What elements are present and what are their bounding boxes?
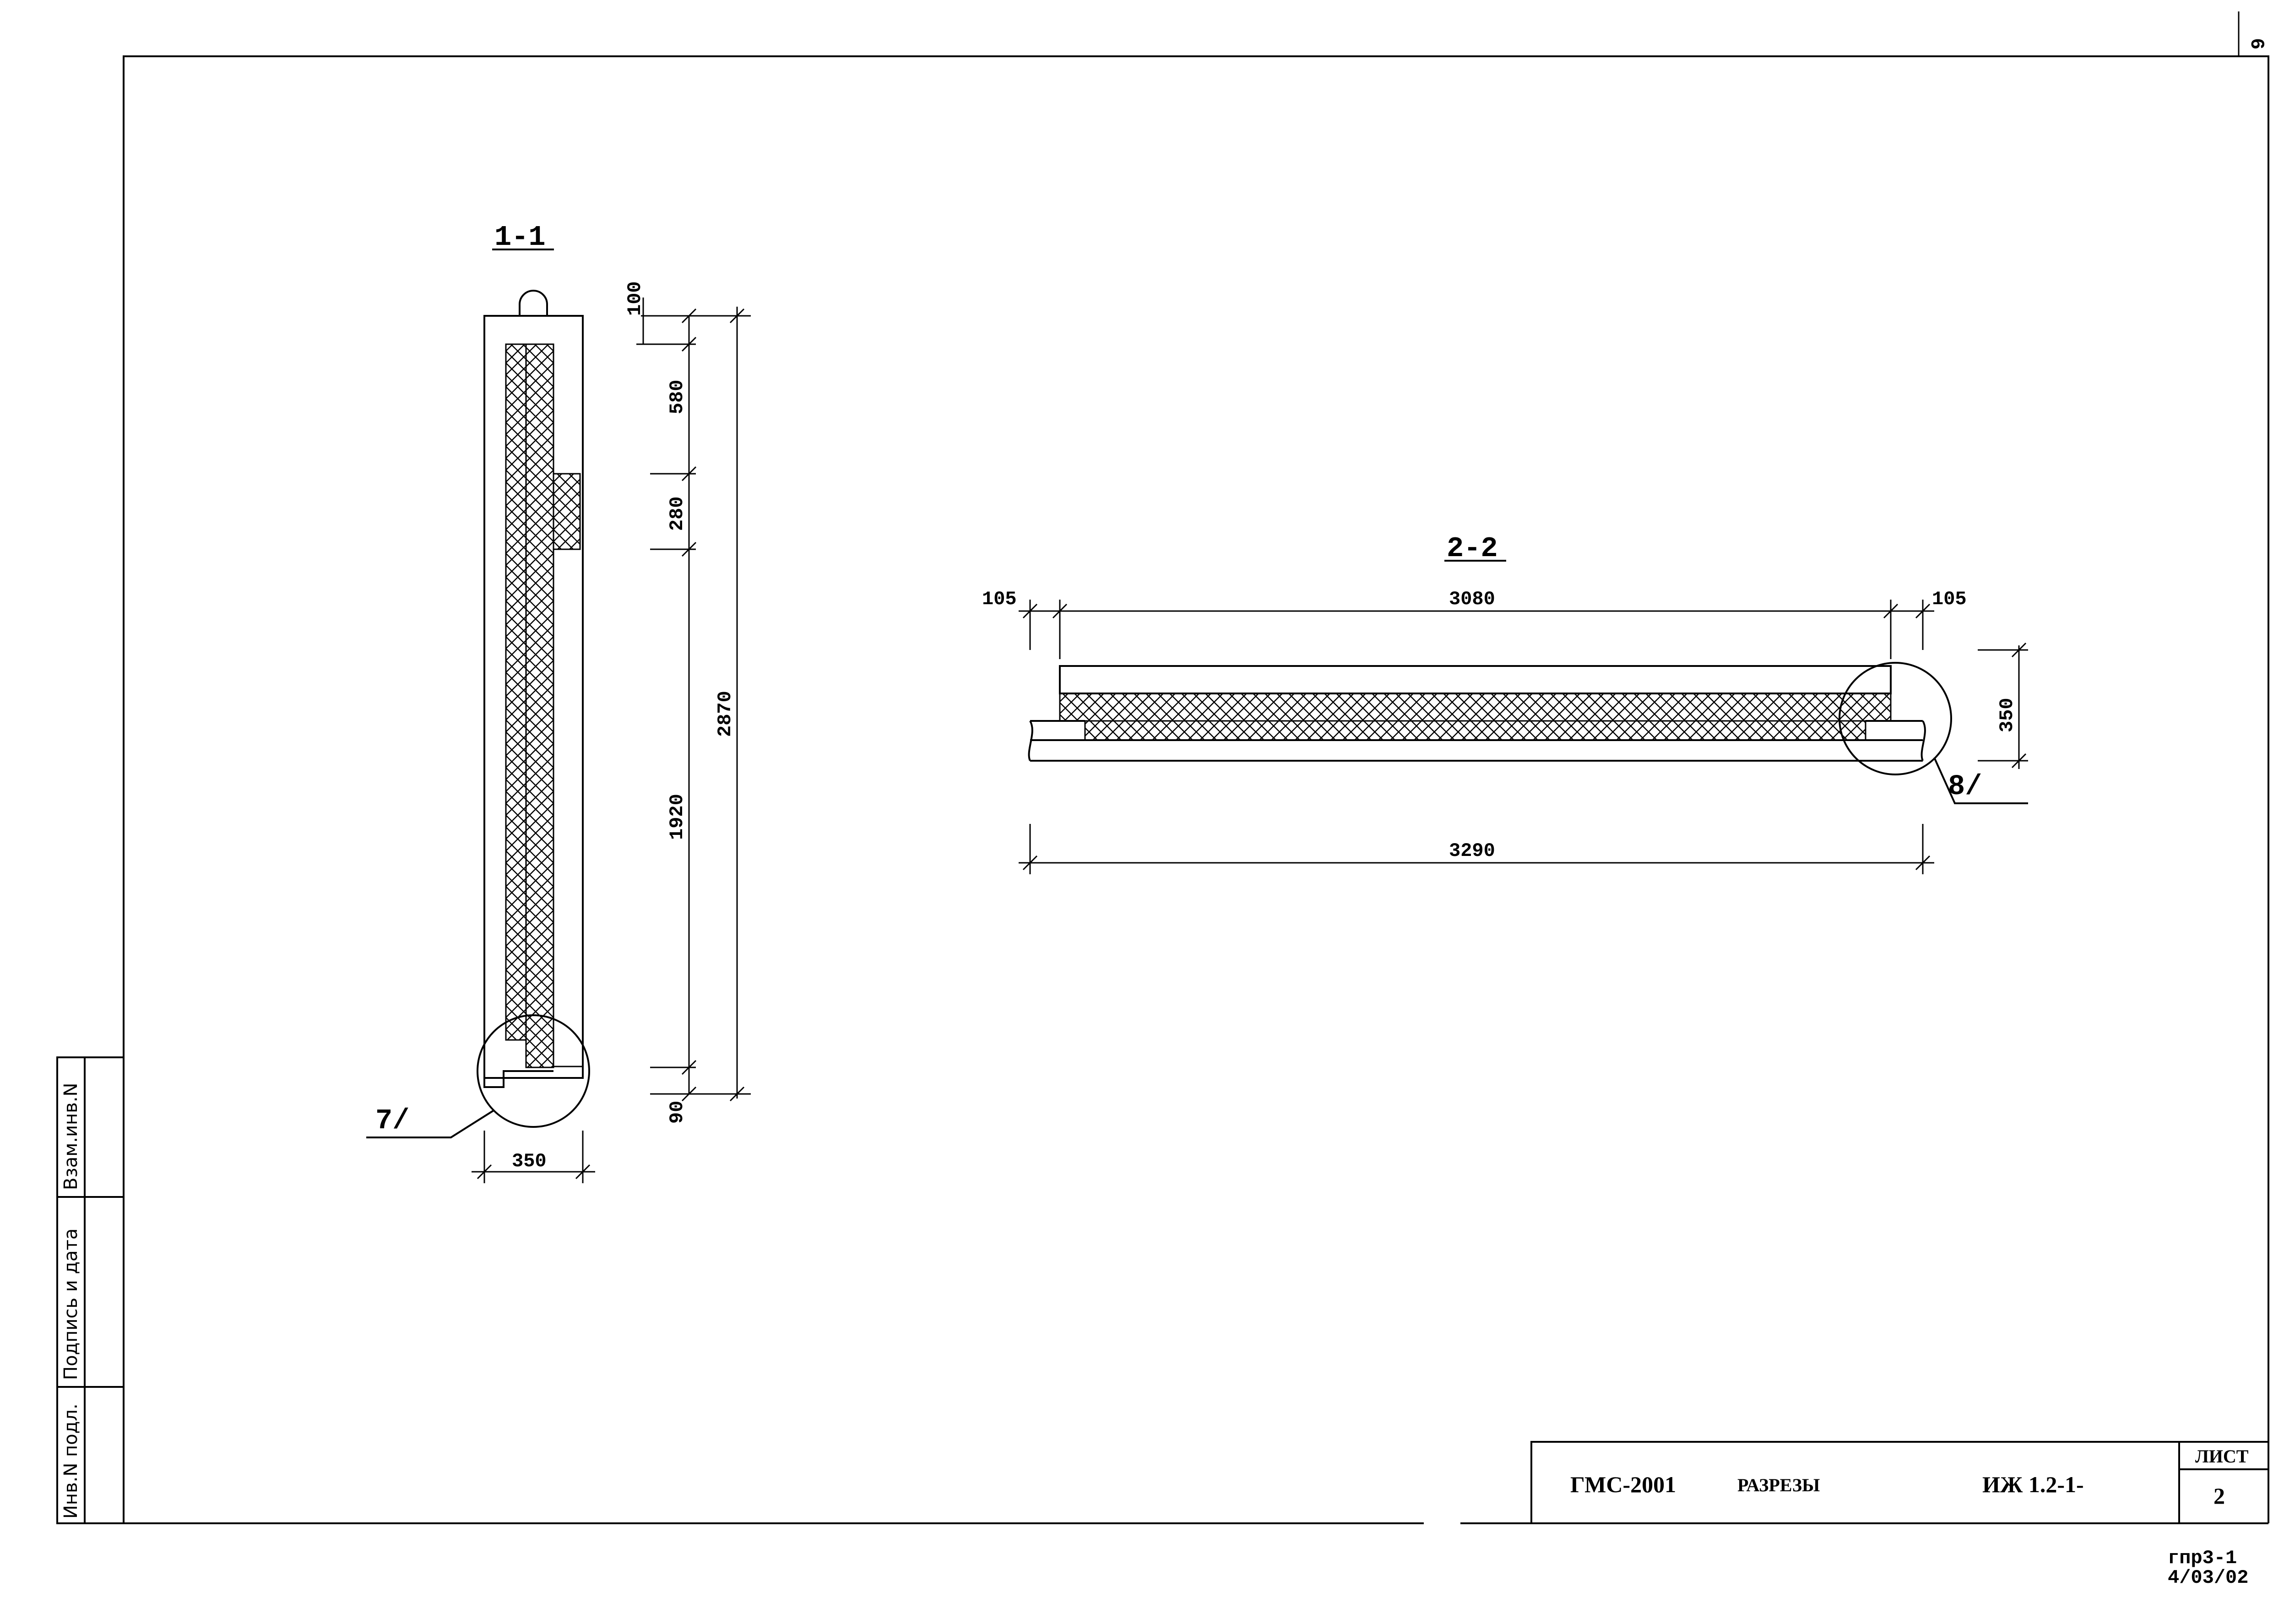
section-2-title: 2-2 [1447, 532, 1498, 565]
footer-line-1: гпр3-1 [2168, 1547, 2237, 1569]
dim-2-left: 105 [982, 588, 1017, 610]
stamp-inv-podl: Инв.N подл. [60, 1403, 81, 1519]
dim-1-top: 100 [624, 281, 646, 316]
title-block [1530, 1441, 2268, 1523]
section-2-drawing [1028, 662, 2028, 804]
dim-1-bottom: 90 [666, 1101, 688, 1124]
detail-7-circle [477, 1014, 590, 1128]
dim-2-total: 3290 [1449, 840, 1495, 862]
dim-1-upper: 580 [666, 379, 688, 414]
side-stamp: Инв.N подл. Подпись и дата Взам.инв.N [56, 1056, 125, 1524]
dim-1-total: 2870 [714, 691, 736, 737]
section-1-width-dim [472, 1131, 595, 1183]
dim-1-middle: 280 [666, 496, 688, 531]
section-1-title: 1-1 [494, 221, 546, 254]
dim-2-right: 105 [1932, 588, 1967, 610]
detail-7-leader [366, 1109, 495, 1138]
stamp-podpis: Подпись и дата [60, 1229, 81, 1380]
section-2-top-dims [1019, 600, 1934, 659]
corner-mark: 6 [2246, 38, 2268, 49]
sheet-number: 2 [2213, 1483, 2225, 1509]
footer-line-2: 4/03/02 [2168, 1567, 2248, 1589]
stamp-vzam: Взам.инв.N [60, 1083, 81, 1190]
sheet-label: ЛИСТ [2195, 1446, 2249, 1467]
dim-1-lower: 1920 [666, 794, 688, 840]
detail-8-circle [1839, 662, 1952, 775]
section-2-total-dim [1019, 824, 1934, 874]
lifting-loop [519, 290, 548, 316]
dim-1-width: 350 [512, 1150, 547, 1172]
title-doc: ИЖ 1.2-1- [1982, 1472, 2084, 1497]
section-1-dimensions [636, 298, 751, 1102]
detail-8-leader [1933, 757, 2028, 804]
dim-2-inner: 3080 [1449, 588, 1495, 610]
section-2-height-dim [1978, 642, 2028, 769]
sheet-frame [123, 11, 2269, 1524]
section-1-drawing [366, 290, 590, 1138]
title-name: РАЗРЕЗЫ [1737, 1475, 1820, 1495]
callout-7: 7/ [375, 1104, 409, 1137]
title-code: ГМС-2001 [1570, 1472, 1676, 1497]
dim-2-height: 350 [1996, 698, 2018, 732]
callout-8: 8/ [1948, 770, 1982, 803]
